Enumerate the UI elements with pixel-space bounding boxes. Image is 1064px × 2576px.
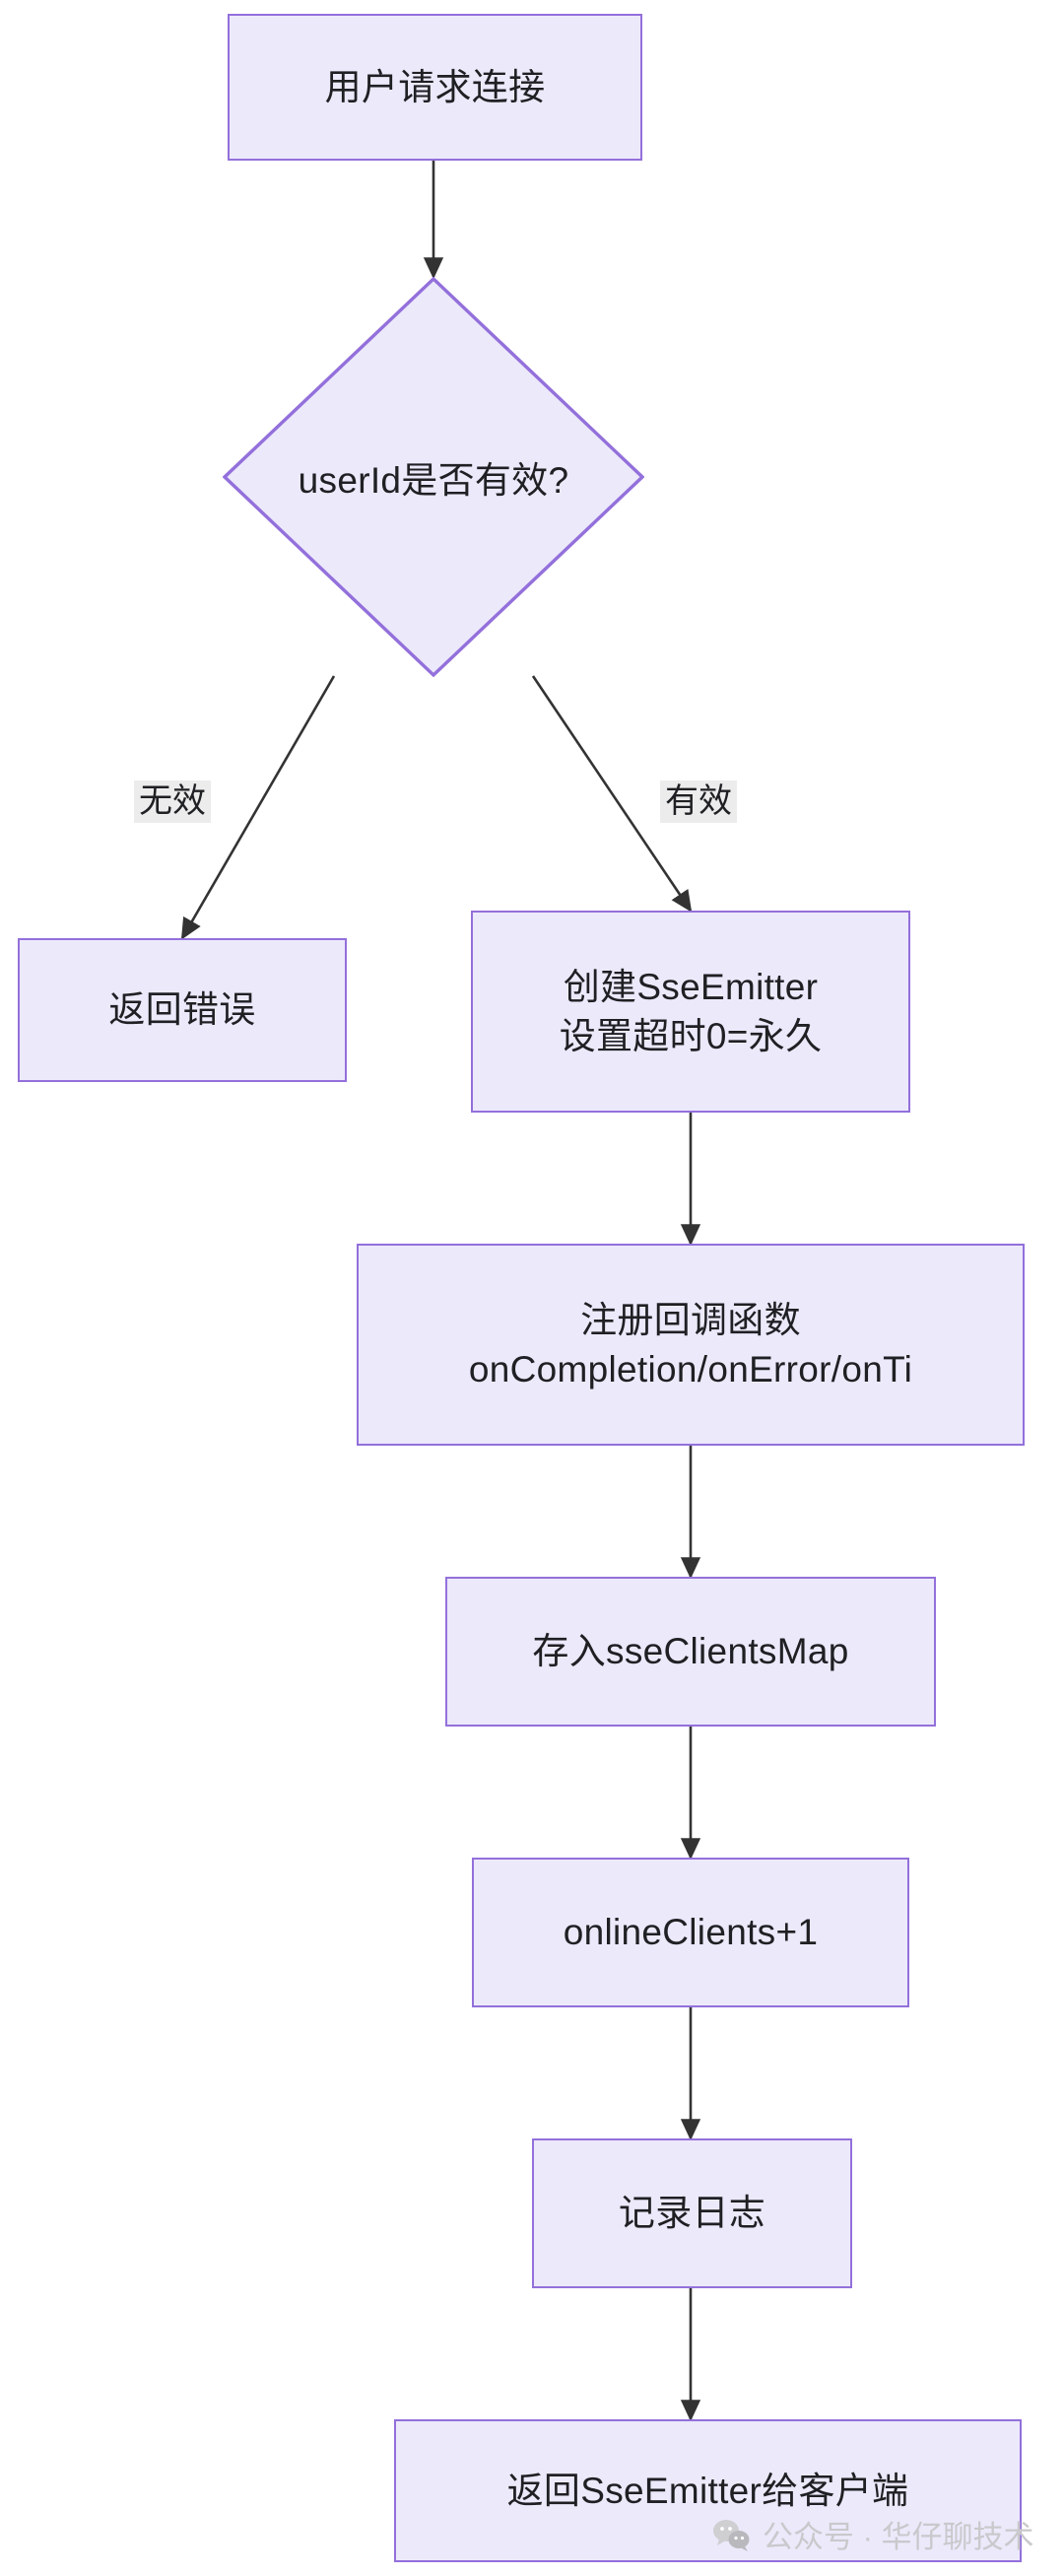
node-increment-online-line-1: onlineClients+1 (563, 1912, 819, 1953)
node-write-log[interactable]: 记录日志 (532, 2138, 852, 2288)
edge-label-valid: 有效 (660, 780, 737, 824)
edge-label-valid-text: 有效 (665, 782, 732, 820)
node-register-callbacks-line-1: 注册回调函数 (580, 1299, 801, 1340)
node-create-emitter-line-2: 设置超时0=永久 (559, 1015, 823, 1056)
node-check-userid-label: userId是否有效? (298, 460, 569, 501)
node-store-map[interactable]: 存入sseClientsMap (445, 1577, 936, 1727)
node-start[interactable]: 用户请求连接 (228, 14, 642, 161)
watermark-text: 公众号 · 华仔聊技术 (763, 2520, 1034, 2554)
diamond-shape (223, 277, 644, 677)
node-return-emitter-line-1: 返回SseEmitter给客户端 (506, 2470, 909, 2511)
node-register-callbacks[interactable]: 注册回调函数 onCompletion/onError/onTi (357, 1244, 1025, 1446)
edge-label-invalid-text: 无效 (139, 782, 206, 820)
node-return-error-line-1: 返回错误 (108, 989, 256, 1031)
node-increment-online[interactable]: onlineClients+1 (472, 1858, 909, 2007)
wechat-icon (713, 2519, 750, 2551)
node-check-userid[interactable]: userId是否有效? (223, 277, 644, 677)
watermark: 公众号 · 华仔聊技术 (711, 2512, 1034, 2556)
node-store-map-line-1: 存入sseClientsMap (532, 1631, 849, 1672)
node-return-error[interactable]: 返回错误 (18, 938, 347, 1082)
node-write-log-line-1: 记录日志 (618, 2193, 766, 2234)
node-register-callbacks-line-2: onCompletion/onError/onTi (468, 1348, 913, 1390)
node-create-emitter[interactable]: 创建SseEmitter 设置超时0=永久 (471, 911, 910, 1113)
node-return-emitter[interactable]: 返回SseEmitter给客户端 (394, 2419, 1022, 2562)
node-start-line-1: 用户请求连接 (324, 66, 546, 107)
edge-label-invalid: 无效 (134, 780, 211, 824)
node-create-emitter-line-1: 创建SseEmitter (563, 966, 819, 1007)
